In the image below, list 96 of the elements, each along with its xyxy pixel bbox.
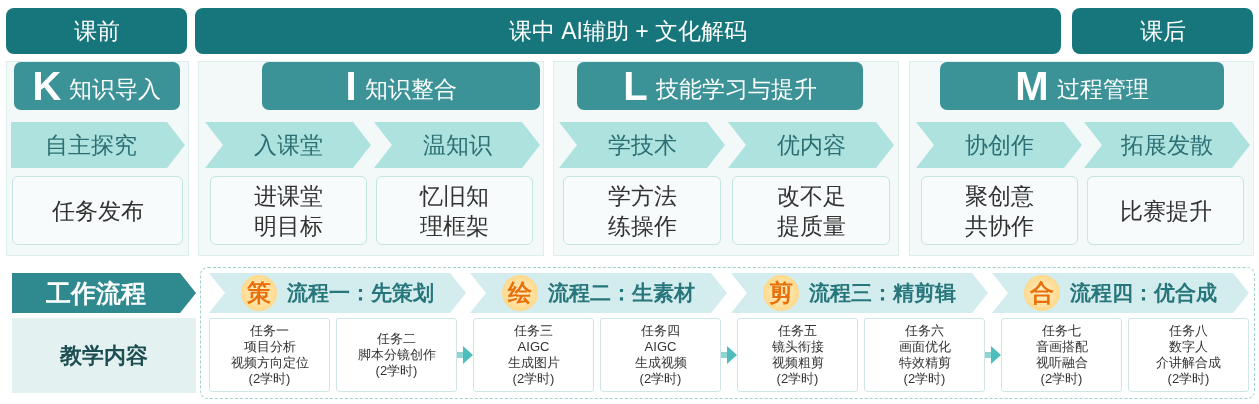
dashed-frame [200, 267, 1255, 399]
task-title: 任务四 [641, 323, 680, 339]
process-title: 流程三：精剪辑 [809, 280, 956, 306]
phrase-text: 忆旧知 [420, 181, 489, 211]
task-text: AIGC [644, 339, 677, 355]
tab-title: 过程管理 [1056, 74, 1149, 101]
heading-banner: 工作流程 [12, 273, 196, 313]
task-title: 任务三 [514, 323, 553, 339]
phrase-text: 进课堂 [254, 181, 323, 211]
section-tab [262, 62, 540, 110]
content-box: 比赛提升 [1087, 176, 1244, 245]
content-box [210, 176, 367, 245]
content-box: 任务发布 [12, 176, 183, 245]
task-text: 音画搭配 [1035, 339, 1088, 355]
task-text: 数字人 [1169, 339, 1208, 355]
duration-text: (2学时) [512, 371, 555, 387]
task-text: 视听融合 [1035, 355, 1088, 371]
task-card [864, 318, 985, 392]
task-text: 镜头衔接 [771, 339, 824, 355]
task-text: 视频方向定位 [230, 355, 309, 371]
character-badge: 合 [1024, 275, 1060, 311]
tab-letter: M [1015, 66, 1049, 106]
phrase-text: 共协作 [965, 211, 1034, 241]
tab-letter: K [32, 66, 62, 106]
tab-title: 技能学习与提升 [655, 74, 817, 101]
step-banner: 学技术 [559, 122, 725, 168]
content-box [732, 176, 890, 245]
task-text: 视频粗剪 [771, 355, 824, 371]
task-card [737, 318, 858, 392]
phrase-text: 明目标 [254, 211, 323, 241]
phrase-text: 理框架 [420, 211, 489, 241]
task-title: 任务二 [377, 331, 416, 347]
step-banner: 协创作 [916, 122, 1082, 168]
arrow [457, 346, 473, 364]
process-title: 流程一：先策划 [287, 280, 434, 306]
task-text: 项目分析 [243, 339, 296, 355]
phrase-text: 学方法 [607, 181, 677, 211]
task-text: AIGC [517, 339, 550, 355]
duration-text: (2学时) [375, 363, 418, 379]
process-title: 流程四：优合成 [1070, 280, 1217, 306]
duration-text: (2学时) [1040, 371, 1083, 387]
header-bar: 课中 AI辅助 + 文化解码 [195, 8, 1061, 54]
task-card [600, 318, 721, 392]
section-tab [14, 62, 180, 110]
duration-text: (2学时) [903, 371, 946, 387]
step-banner: 温知识 [374, 122, 540, 168]
tab-title: 知识导入 [69, 74, 162, 101]
task-card [336, 318, 457, 392]
section-panel [198, 61, 544, 256]
task-card [1128, 318, 1249, 392]
task-text: 画面优化 [898, 339, 951, 355]
duration-text: (2学时) [639, 371, 682, 387]
tab-letter: I [345, 66, 357, 106]
header-bar: 课前 [6, 8, 187, 54]
header-bar: 课后 [1072, 8, 1253, 54]
duration-text: (2学时) [248, 371, 291, 387]
task-title: 任务一 [250, 323, 289, 339]
content-box [563, 176, 721, 245]
arrow [721, 346, 737, 364]
phrase-text: 提质量 [776, 211, 846, 241]
task-title: 任务五 [778, 323, 817, 339]
task-card [1001, 318, 1122, 392]
duration-text: (2学时) [1167, 371, 1210, 387]
task-text: 特效精剪 [898, 355, 951, 371]
task-text: 生成视频 [634, 355, 687, 371]
section-tab [940, 62, 1224, 110]
arrow [985, 346, 1001, 364]
task-card [473, 318, 594, 392]
task-title: 任务六 [905, 323, 944, 339]
task-title: 任务八 [1169, 323, 1208, 339]
step-banner: 自主探究 [11, 122, 185, 168]
task-card [209, 318, 330, 392]
content-box [376, 176, 533, 245]
phrase-text: 改不足 [776, 181, 846, 211]
section-tab [577, 62, 863, 110]
step-banner: 优内容 [728, 122, 894, 168]
task-text: 脚本分镜创作 [357, 347, 436, 363]
character-badge: 剪 [763, 275, 799, 311]
row-heading: 教学内容 [12, 318, 196, 393]
task-text: 生成图片 [507, 355, 560, 371]
task-title: 任务七 [1042, 323, 1081, 339]
character-badge: 绘 [502, 275, 538, 311]
phrase-text: 聚创意 [965, 181, 1034, 211]
step-banner: 入课堂 [205, 122, 371, 168]
duration-text: (2学时) [776, 371, 819, 387]
section-panel [553, 61, 899, 256]
section-panel [6, 61, 189, 256]
step-banner: 拓展发散 [1084, 122, 1250, 168]
process-title: 流程二：生素材 [548, 280, 695, 306]
content-box [921, 176, 1078, 245]
tab-title: 知识整合 [364, 74, 457, 101]
character-badge: 策 [241, 275, 277, 311]
phrase-text: 练操作 [607, 211, 677, 241]
section-panel [909, 61, 1254, 256]
task-text: 介讲解合成 [1156, 355, 1221, 371]
tab-letter: L [623, 66, 648, 106]
